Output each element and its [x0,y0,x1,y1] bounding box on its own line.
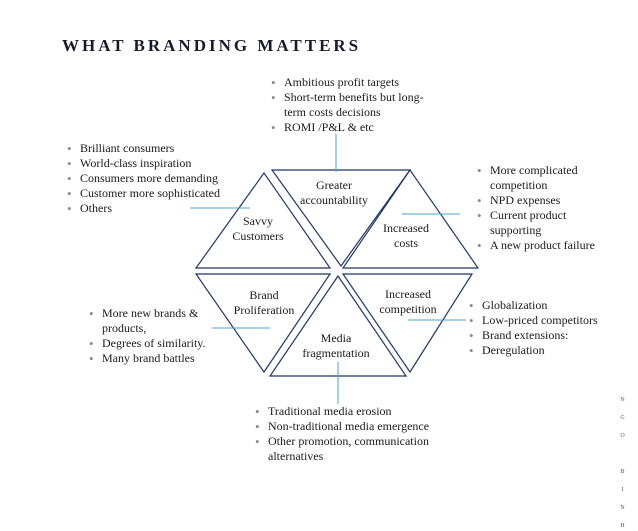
list-item: Non-traditional media emergence [254,419,446,434]
list-item: Deregulation [468,343,630,358]
list-item: A new product failure [476,238,616,253]
label-increased-costs: Increased costs [383,221,429,250]
list-item: More new brands & products, [88,306,216,336]
list-item: Brilliant consumers [66,141,246,156]
list-item: Traditional media erosion [254,404,446,419]
list-item: Many brand battles [88,351,216,366]
list-top: Ambitious profit targets Short-term bene… [270,75,440,135]
page-title: WHAT BRANDING MATTERS [62,36,362,55]
list-item: World-class inspiration [66,156,246,171]
triangle-greater-accountability [270,169,412,268]
triangle-savvy-customers [194,171,332,269]
label-greater-accountability: Greater accountability [300,178,368,207]
list-item: Short-term benefits but long-term costs … [270,90,440,120]
list-right-bottom: Globalization Low-priced competitors Bra… [468,298,630,358]
list-left-top: Brilliant consumers World-class inspirat… [66,141,246,216]
hexagon-diagram [190,134,480,404]
list-item: Consumers more demanding [66,171,246,186]
list-right-top: More complicated competition NPD expense… [476,163,616,253]
list-item: Ambitious profit targets [270,75,440,90]
list-item: Globalization [468,298,630,313]
triangle-increased-costs [341,168,480,269]
label-savvy-customers: Savvy Customers [232,214,284,243]
list-item: Current product supporting [476,208,616,238]
triangle-brand-proliferation [194,273,332,374]
list-item: Brand extensions: [468,328,630,343]
side-author-text: N G O B I N H [620,397,626,529]
triangle-increased-competition [341,273,474,374]
list-item: NPD expenses [476,193,616,208]
list-item: Customer more sophisticated [66,186,246,201]
label-increased-competition: Increased competition [379,287,437,316]
list-item: Others [66,201,246,216]
list-item: More complicated competition [476,163,616,193]
label-brand-proliferation: Brand Proliferation [233,288,295,317]
list-item: ROMI /P&L & etc [270,120,440,135]
label-media-fragmentation: Media fragmentation [302,331,370,360]
list-item: Degrees of similarity. [88,336,216,351]
list-bottom: Traditional media erosion Non-traditiona… [254,404,446,464]
list-left-bottom: More new brands & products, Degrees of s… [88,306,216,366]
list-item: Low-priced competitors [468,313,630,328]
list-item: Other promotion, communication alternati… [254,434,446,464]
